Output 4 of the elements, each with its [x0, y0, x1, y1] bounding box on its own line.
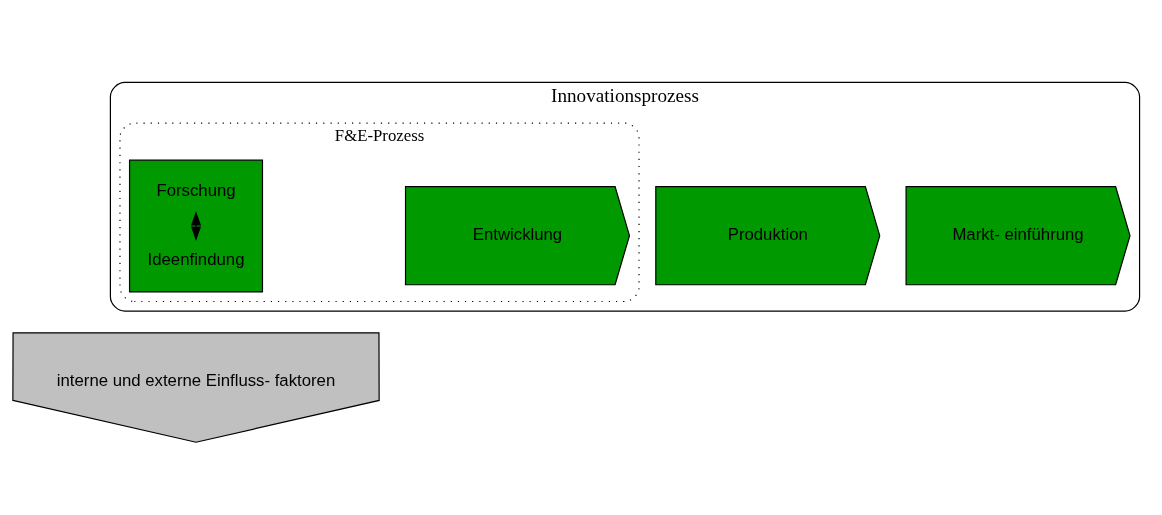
cluster: [128, 159, 264, 293]
node-text: Ideenfindung: [147, 250, 245, 270]
arrow: [191, 211, 202, 241]
node-text: Forschung: [156, 180, 236, 200]
